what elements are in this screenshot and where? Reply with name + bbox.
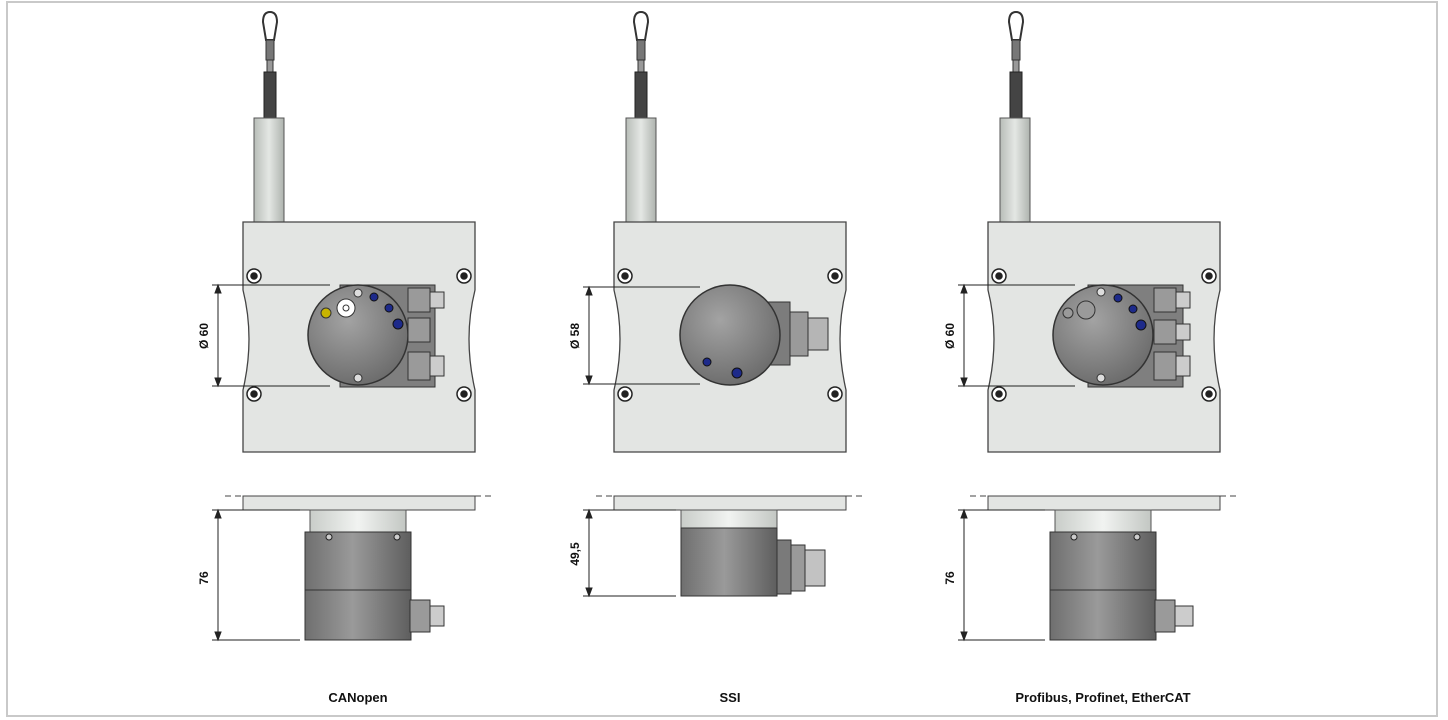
plate-screw-icons [991, 268, 1217, 402]
wire-hook [261, 10, 279, 119]
front-dimension-label: Ø 60 [943, 323, 957, 349]
caption-fieldbus: Profibus, Profinet, EtherCAT [1015, 690, 1191, 705]
led-blue-icon [1113, 293, 1123, 303]
led-blue-icon [702, 357, 712, 367]
caption-ssi: SSI [719, 690, 741, 705]
front-dimension-label: Ø 60 [197, 323, 211, 349]
side-dimension [958, 508, 1045, 642]
cable-gland-icons [407, 287, 445, 381]
side-dimension-label: 49,5 [568, 542, 582, 566]
side-housing [304, 531, 412, 641]
cable-tube [253, 117, 285, 223]
caption-canopen: CANopen [328, 690, 388, 705]
front-dimension [212, 283, 330, 388]
variant-canopen: Ø 60 76 [197, 10, 495, 642]
side-dimension-label: 76 [197, 571, 211, 585]
side-plate [613, 495, 847, 511]
wire-hook [1007, 10, 1025, 119]
side-plate [242, 495, 476, 511]
wire-hook [632, 10, 650, 119]
variant-ssi: Ø 58 49,5 [568, 10, 866, 598]
front-dimension [583, 285, 700, 386]
encoder-disc [1052, 284, 1154, 386]
variant-fieldbus: Ø 60 76 [943, 10, 1240, 642]
encoder-disc [679, 284, 781, 386]
encoder-disc [307, 284, 409, 386]
plate-screw-icons [617, 268, 843, 402]
front-dimension-label: Ø 58 [568, 323, 582, 349]
cable-tube [999, 117, 1031, 223]
cable-tube [625, 117, 657, 223]
led-blue-icon [369, 292, 379, 302]
cable-gland-icons [1153, 287, 1191, 381]
cable-gland-icons [789, 311, 829, 357]
side-housing [680, 527, 778, 597]
side-dimension [583, 508, 676, 598]
plate-screw-icons [246, 268, 472, 402]
side-housing [1049, 531, 1157, 641]
front-dimension [958, 283, 1075, 388]
side-plate [987, 495, 1221, 511]
led-yellow-icon [320, 307, 332, 319]
side-dimension [212, 508, 300, 642]
side-dimension-label: 76 [943, 571, 957, 585]
